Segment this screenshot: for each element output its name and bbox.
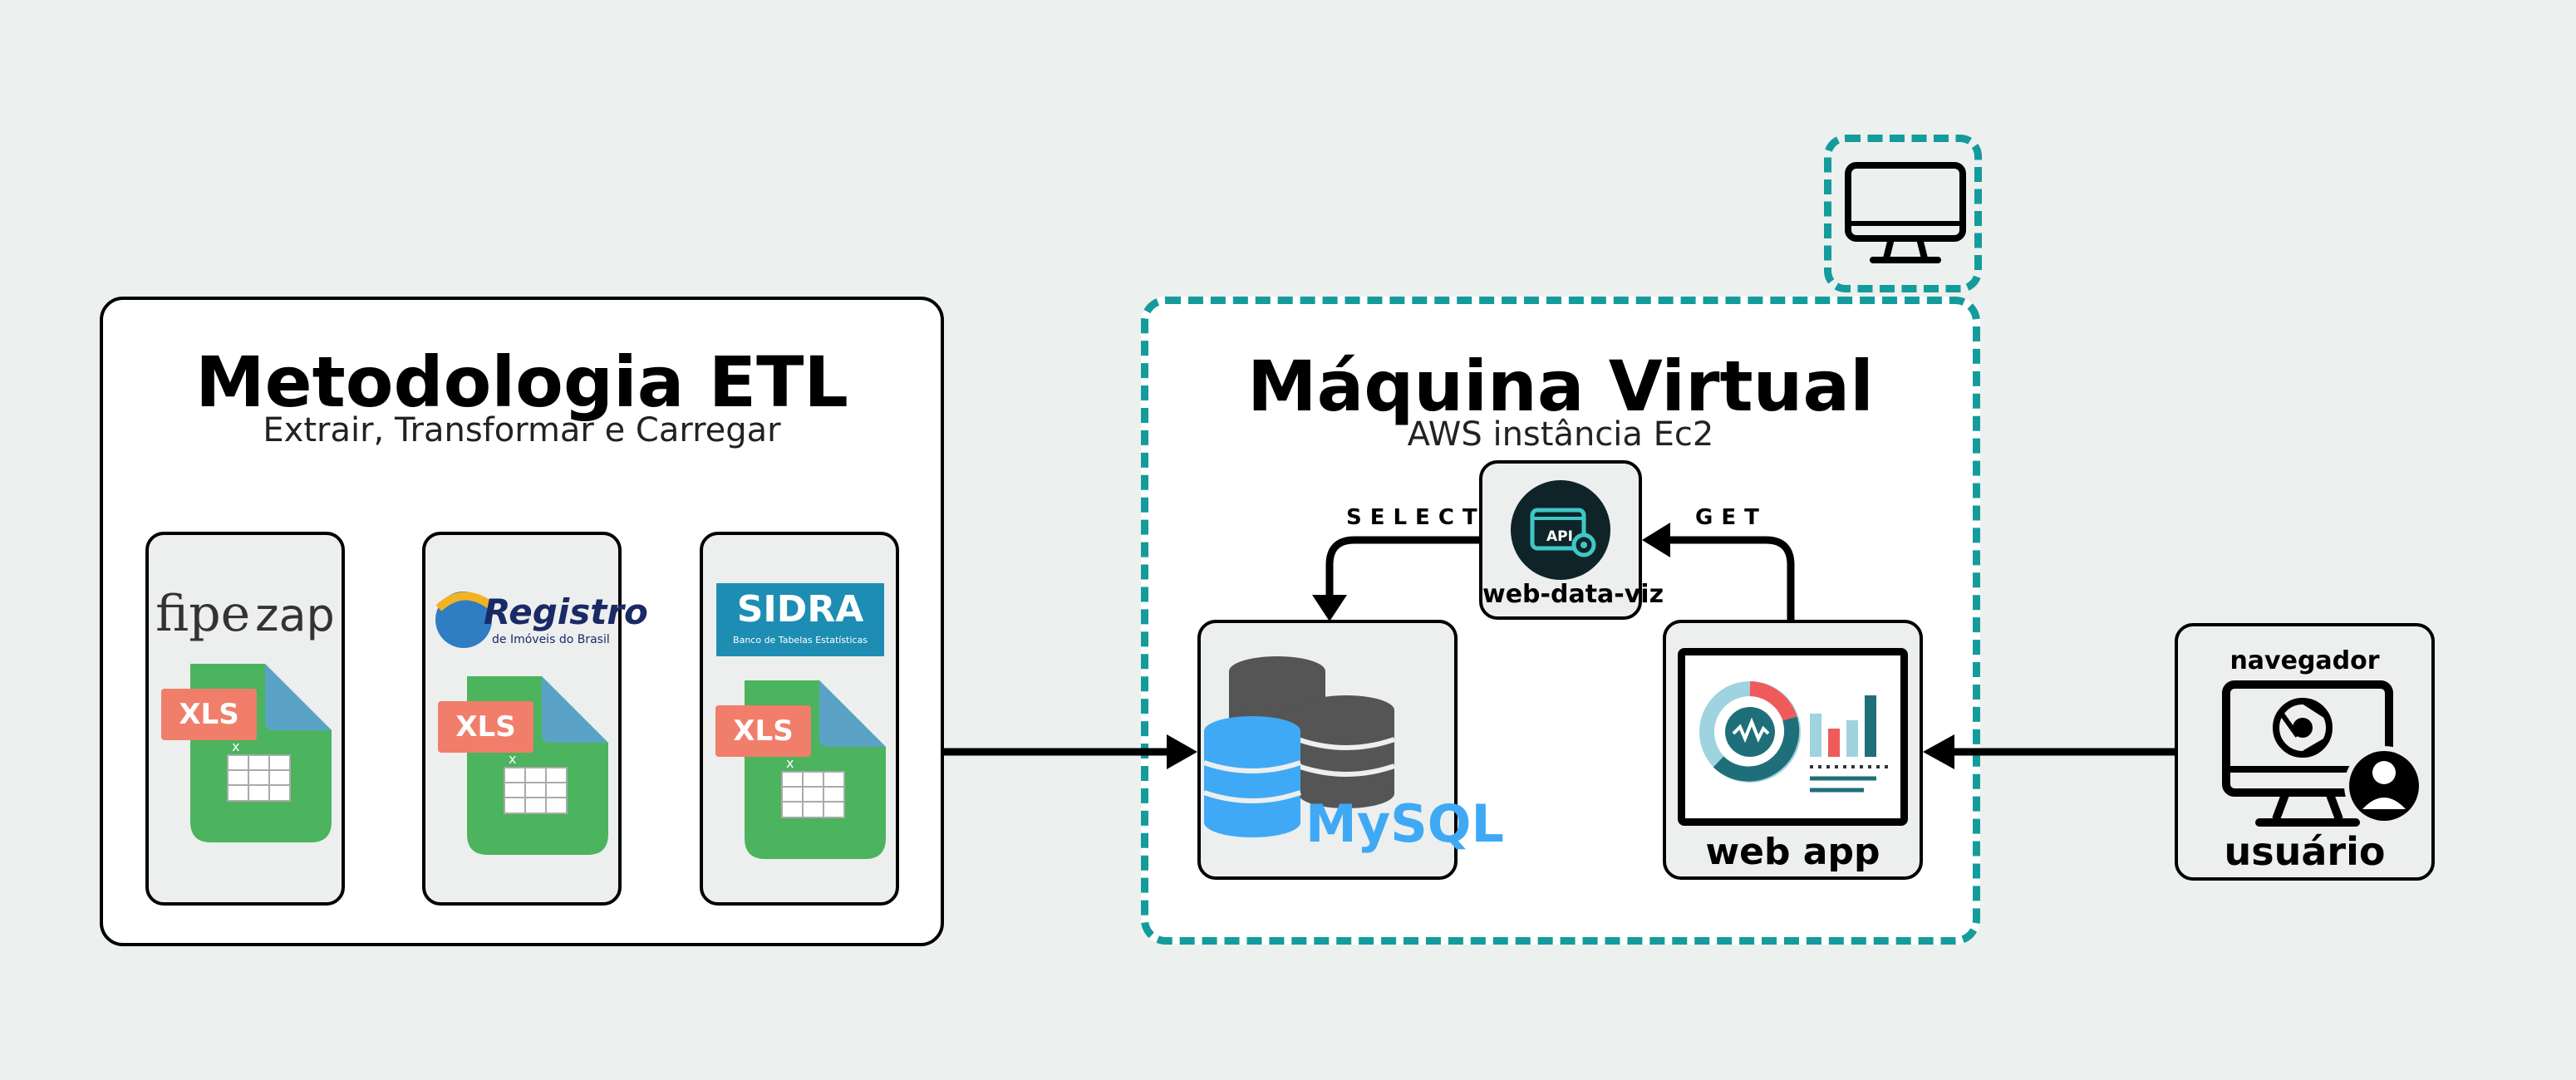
dashboard-chart-icon [1699, 681, 1890, 793]
user-card: navegador usuário [2175, 623, 2435, 881]
etl-subtitle: Extrair, Transformar e Carregar [263, 411, 781, 449]
svg-text:x: x [232, 739, 239, 754]
source-card-registro: Registro de Imóveis do Brasil x XLS [422, 532, 648, 906]
mysql-card: MySQL [1197, 620, 1504, 880]
xls-badge: XLS [438, 701, 533, 753]
svg-text:x: x [786, 755, 794, 771]
browser-label: navegador [2229, 646, 2380, 675]
registro-logo-subtext: de Imóveis do Brasil [492, 633, 610, 646]
api-icon [1511, 480, 1610, 580]
sidra-logo-text: SIDRA [736, 588, 864, 631]
xls-badge: XLS [161, 689, 257, 740]
database-icon [1203, 656, 1395, 837]
svg-text:x: x [509, 751, 516, 767]
fipezap-logo-fipe: fipe [155, 585, 251, 643]
select-label: SELECT [1346, 505, 1486, 530]
etl-title: Metodologia ETL [195, 341, 848, 423]
xls-badge: XLS [715, 705, 811, 757]
api-icon-text: API [1546, 528, 1573, 545]
api-card: API web-data-viz [1479, 460, 1664, 620]
registro-logo-text: Registro [484, 592, 648, 632]
registro-logo-icon [435, 592, 495, 648]
sidra-logo: SIDRA Banco de Tabelas Estatísticas [716, 583, 884, 656]
mysql-label: MySQL [1305, 793, 1504, 854]
source-card-sidra: SIDRA Banco de Tabelas Estatísticas x XL… [700, 532, 899, 906]
vm-subtitle: AWS instância Ec2 [1407, 415, 1714, 454]
webapp-label: web app [1705, 831, 1880, 873]
user-label: usuário [2224, 829, 2386, 874]
vm-monitor-tab [1824, 135, 1982, 292]
monitor-icon [1845, 162, 1966, 263]
vm-title: Máquina Virtual [1247, 346, 1874, 427]
fipezap-logo-zap: zap [255, 589, 335, 641]
api-label: web-data-viz [1482, 580, 1664, 609]
computer-user-icon [2222, 680, 2424, 827]
webapp-card: web app [1663, 620, 1923, 880]
webapp-screen [1678, 648, 1908, 826]
sidra-logo-subtext: Banco de Tabelas Estatísticas [733, 635, 868, 646]
get-label: GET [1695, 505, 1767, 530]
